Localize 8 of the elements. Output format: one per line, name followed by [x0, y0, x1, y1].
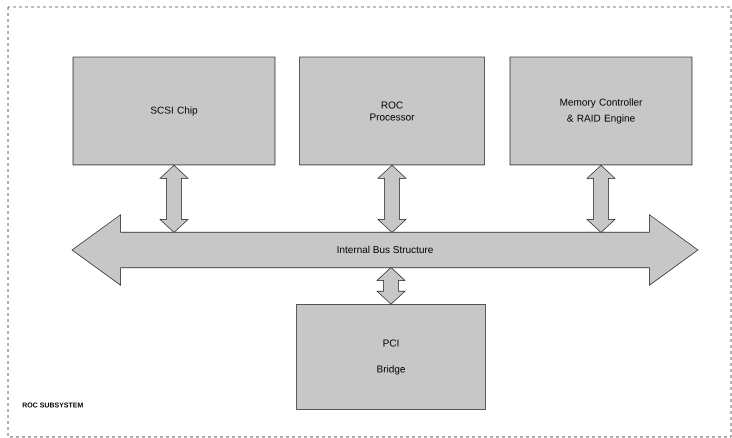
component-box: PCI Bridge [296, 304, 486, 410]
component-box: Memory Controller & RAID Engine [510, 56, 692, 166]
double-arrow [586, 164, 616, 233]
component-box: ROC Processor [299, 56, 485, 166]
component-box: SCSI Chip [72, 56, 276, 166]
double-arrow [159, 164, 189, 233]
double-arrow [376, 267, 406, 305]
double-arrow [377, 164, 407, 233]
